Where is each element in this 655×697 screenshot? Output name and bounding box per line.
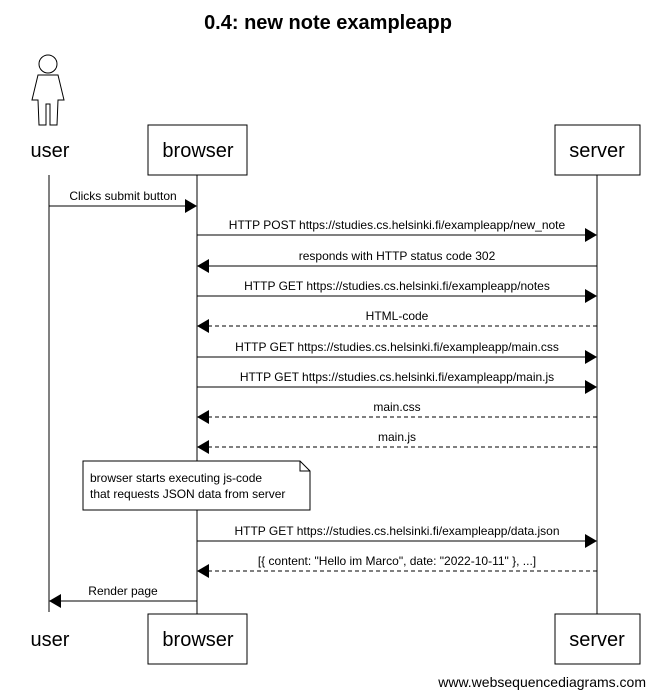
message-label-12: Render page (88, 584, 158, 598)
footer-watermark: www.websequencediagrams.com (437, 674, 646, 690)
message-arrowhead-10 (585, 534, 597, 548)
message-arrowhead-8 (197, 410, 209, 424)
message-arrowhead-7 (585, 380, 597, 394)
message-label-5: HTML-code (366, 309, 429, 323)
diagram-title: 0.4: new note exampleapp (204, 12, 452, 34)
note-box (82, 460, 311, 511)
message-arrowhead-1 (185, 199, 197, 213)
message-label-9: main.js (378, 430, 416, 444)
participant-server-box-top (554, 124, 641, 176)
participant-browser-box-bottom (147, 613, 248, 665)
message-arrowhead-5 (197, 319, 209, 333)
note-line-1: browser starts executing js-code (90, 471, 262, 485)
message-label-6: HTTP GET https://studies.cs.helsinki.fi/… (235, 340, 559, 354)
message-label-2: HTTP POST https://studies.cs.helsinki.fi… (229, 218, 566, 232)
user-actor-icon-top (31, 54, 65, 126)
participant-server-box-bottom (554, 613, 641, 665)
message-label-4: HTTP GET https://studies.cs.helsinki.fi/… (244, 279, 550, 293)
participant-user-label-top: user (31, 140, 70, 162)
message-label-3: responds with HTTP status code 302 (299, 249, 496, 263)
participant-browser-label-top: browser (162, 140, 233, 162)
message-arrowhead-2 (585, 228, 597, 242)
message-arrowhead-9 (197, 440, 209, 454)
participant-browser-box-top (147, 124, 248, 176)
message-label-1: Clicks submit button (69, 189, 176, 203)
message-label-11: [{ content: "Hello im Marco", date: "202… (258, 554, 536, 568)
participant-user-label-bottom: user (31, 629, 70, 651)
message-arrowhead-6 (585, 350, 597, 364)
message-arrowhead-12 (49, 594, 61, 608)
note-fold (299, 461, 310, 472)
participant-browser-label-bottom: browser (162, 629, 233, 651)
participant-server-label-bottom: server (569, 629, 625, 651)
note: browser starts executing js-code that re… (82, 460, 311, 511)
message-arrowhead-3 (197, 259, 209, 273)
message-label-10: HTTP GET https://studies.cs.helsinki.fi/… (234, 524, 559, 538)
message-label-7: HTTP GET https://studies.cs.helsinki.fi/… (240, 370, 554, 384)
message-arrowhead-4 (585, 289, 597, 303)
message-label-8: main.css (373, 400, 420, 414)
participant-server-label-top: server (569, 140, 625, 162)
note-line-2: that requests JSON data from server (90, 487, 285, 501)
message-arrowhead-11 (197, 564, 209, 578)
